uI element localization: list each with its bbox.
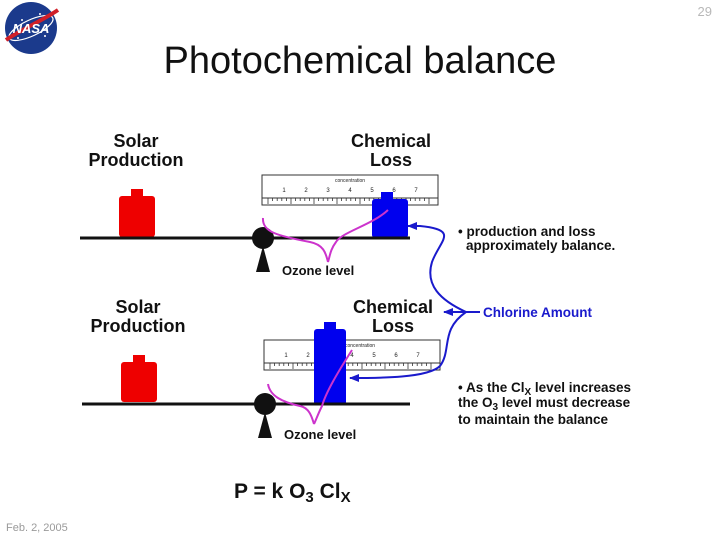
bottom-note-line2-b: level must decrease (498, 395, 631, 410)
bottom-pivot (254, 393, 276, 415)
bottom-fulcrum (258, 412, 272, 438)
balance-equation: P = k O3 ClX (234, 480, 351, 506)
chlorine-arrow-to-top (407, 222, 467, 313)
nasa-logo-text: NASA (13, 21, 50, 36)
bottom-chemical-weight (314, 322, 346, 405)
top-concentration-scale: concentration 1 2 3 4 5 6 7 (261, 174, 439, 206)
top-solar-label-line2: Production (89, 150, 184, 170)
top-scale-num-2: 2 (304, 188, 308, 194)
chlorine-amount-label: Chlorine Amount (483, 305, 592, 320)
chlorine-arrow-to-bottom-weight (349, 311, 467, 382)
page-title: Photochemical balance (163, 40, 557, 82)
bottom-ozone-label: Ozone level (284, 427, 356, 442)
chlorine-connector: Chlorine Amount (349, 222, 592, 382)
top-chemical-weight (372, 192, 408, 238)
top-chem-label-line2: Loss (370, 150, 412, 170)
bottom-solar-label-line2: Production (91, 316, 186, 336)
bottom-scale-num-7: 7 (416, 353, 420, 359)
bottom-scale-num-2: 2 (306, 353, 310, 359)
top-scale-title: concentration (335, 178, 365, 184)
bottom-note-line3: to maintain the balance (458, 412, 609, 427)
equation-sub1: 3 (305, 489, 313, 506)
bottom-note-line1: • As the ClX level increases (458, 380, 631, 398)
bottom-note-line1-b: level increases (531, 380, 631, 395)
bottom-scale-num-4: 4 (350, 353, 354, 359)
top-chem-label-line1: Chemical (351, 131, 431, 151)
top-scale-num-6: 6 (392, 188, 396, 194)
equation-part1: P = k O (234, 480, 305, 503)
top-balance-panel: Solar Production Chemical Loss concentra… (80, 131, 615, 278)
bottom-solar-label-line1: Solar (115, 297, 160, 317)
nasa-logo: NASA (4, 2, 60, 54)
top-ozone-label: Ozone level (282, 263, 354, 278)
equation-part2: Cl (314, 480, 341, 503)
bottom-note-line2-a: the O (458, 395, 493, 410)
bottom-pointer-left (267, 383, 315, 425)
bottom-note-sub-x: X (525, 387, 532, 398)
bottom-solar-weight (121, 355, 157, 402)
top-pointer-right (327, 209, 389, 263)
bottom-balance-panel: Solar Production Chemical Loss concentra… (82, 297, 631, 442)
footer-date: Feb. 2, 2005 (6, 522, 68, 534)
bottom-scale-title: concentration (345, 343, 375, 349)
bottom-chem-label-line2: Loss (372, 316, 414, 336)
top-scale-num-3: 3 (326, 188, 330, 194)
top-pointer-left (261, 217, 329, 263)
equation-sub2: X (341, 489, 351, 506)
top-note-line2: approximately balance. (466, 238, 615, 253)
top-solar-label-line1: Solar (113, 131, 158, 151)
top-scale-num-5: 5 (370, 188, 374, 194)
top-solar-weight (119, 189, 155, 237)
bottom-scale-num-1: 1 (284, 353, 288, 359)
top-scale-num-1: 1 (282, 188, 286, 194)
bottom-note-line1-a: • As the Cl (458, 380, 525, 395)
top-note-line1: • production and loss (458, 224, 595, 239)
top-fulcrum (256, 246, 270, 272)
bottom-concentration-scale: concentration 1 2 3 4 5 6 7 (263, 339, 441, 371)
top-scale-num-4: 4 (348, 188, 352, 194)
top-scale-num-7: 7 (414, 188, 418, 194)
bottom-scale-num-6: 6 (394, 353, 398, 359)
top-pivot (252, 227, 274, 249)
bottom-note-line2: the O3 level must decrease (458, 395, 631, 413)
bottom-scale-num-5: 5 (372, 353, 376, 359)
bottom-note-sub-3: 3 (493, 402, 499, 413)
bottom-chem-label-line1: Chemical (353, 297, 433, 317)
bottom-pointer-right (313, 349, 353, 425)
page-number: 29 (697, 4, 712, 19)
